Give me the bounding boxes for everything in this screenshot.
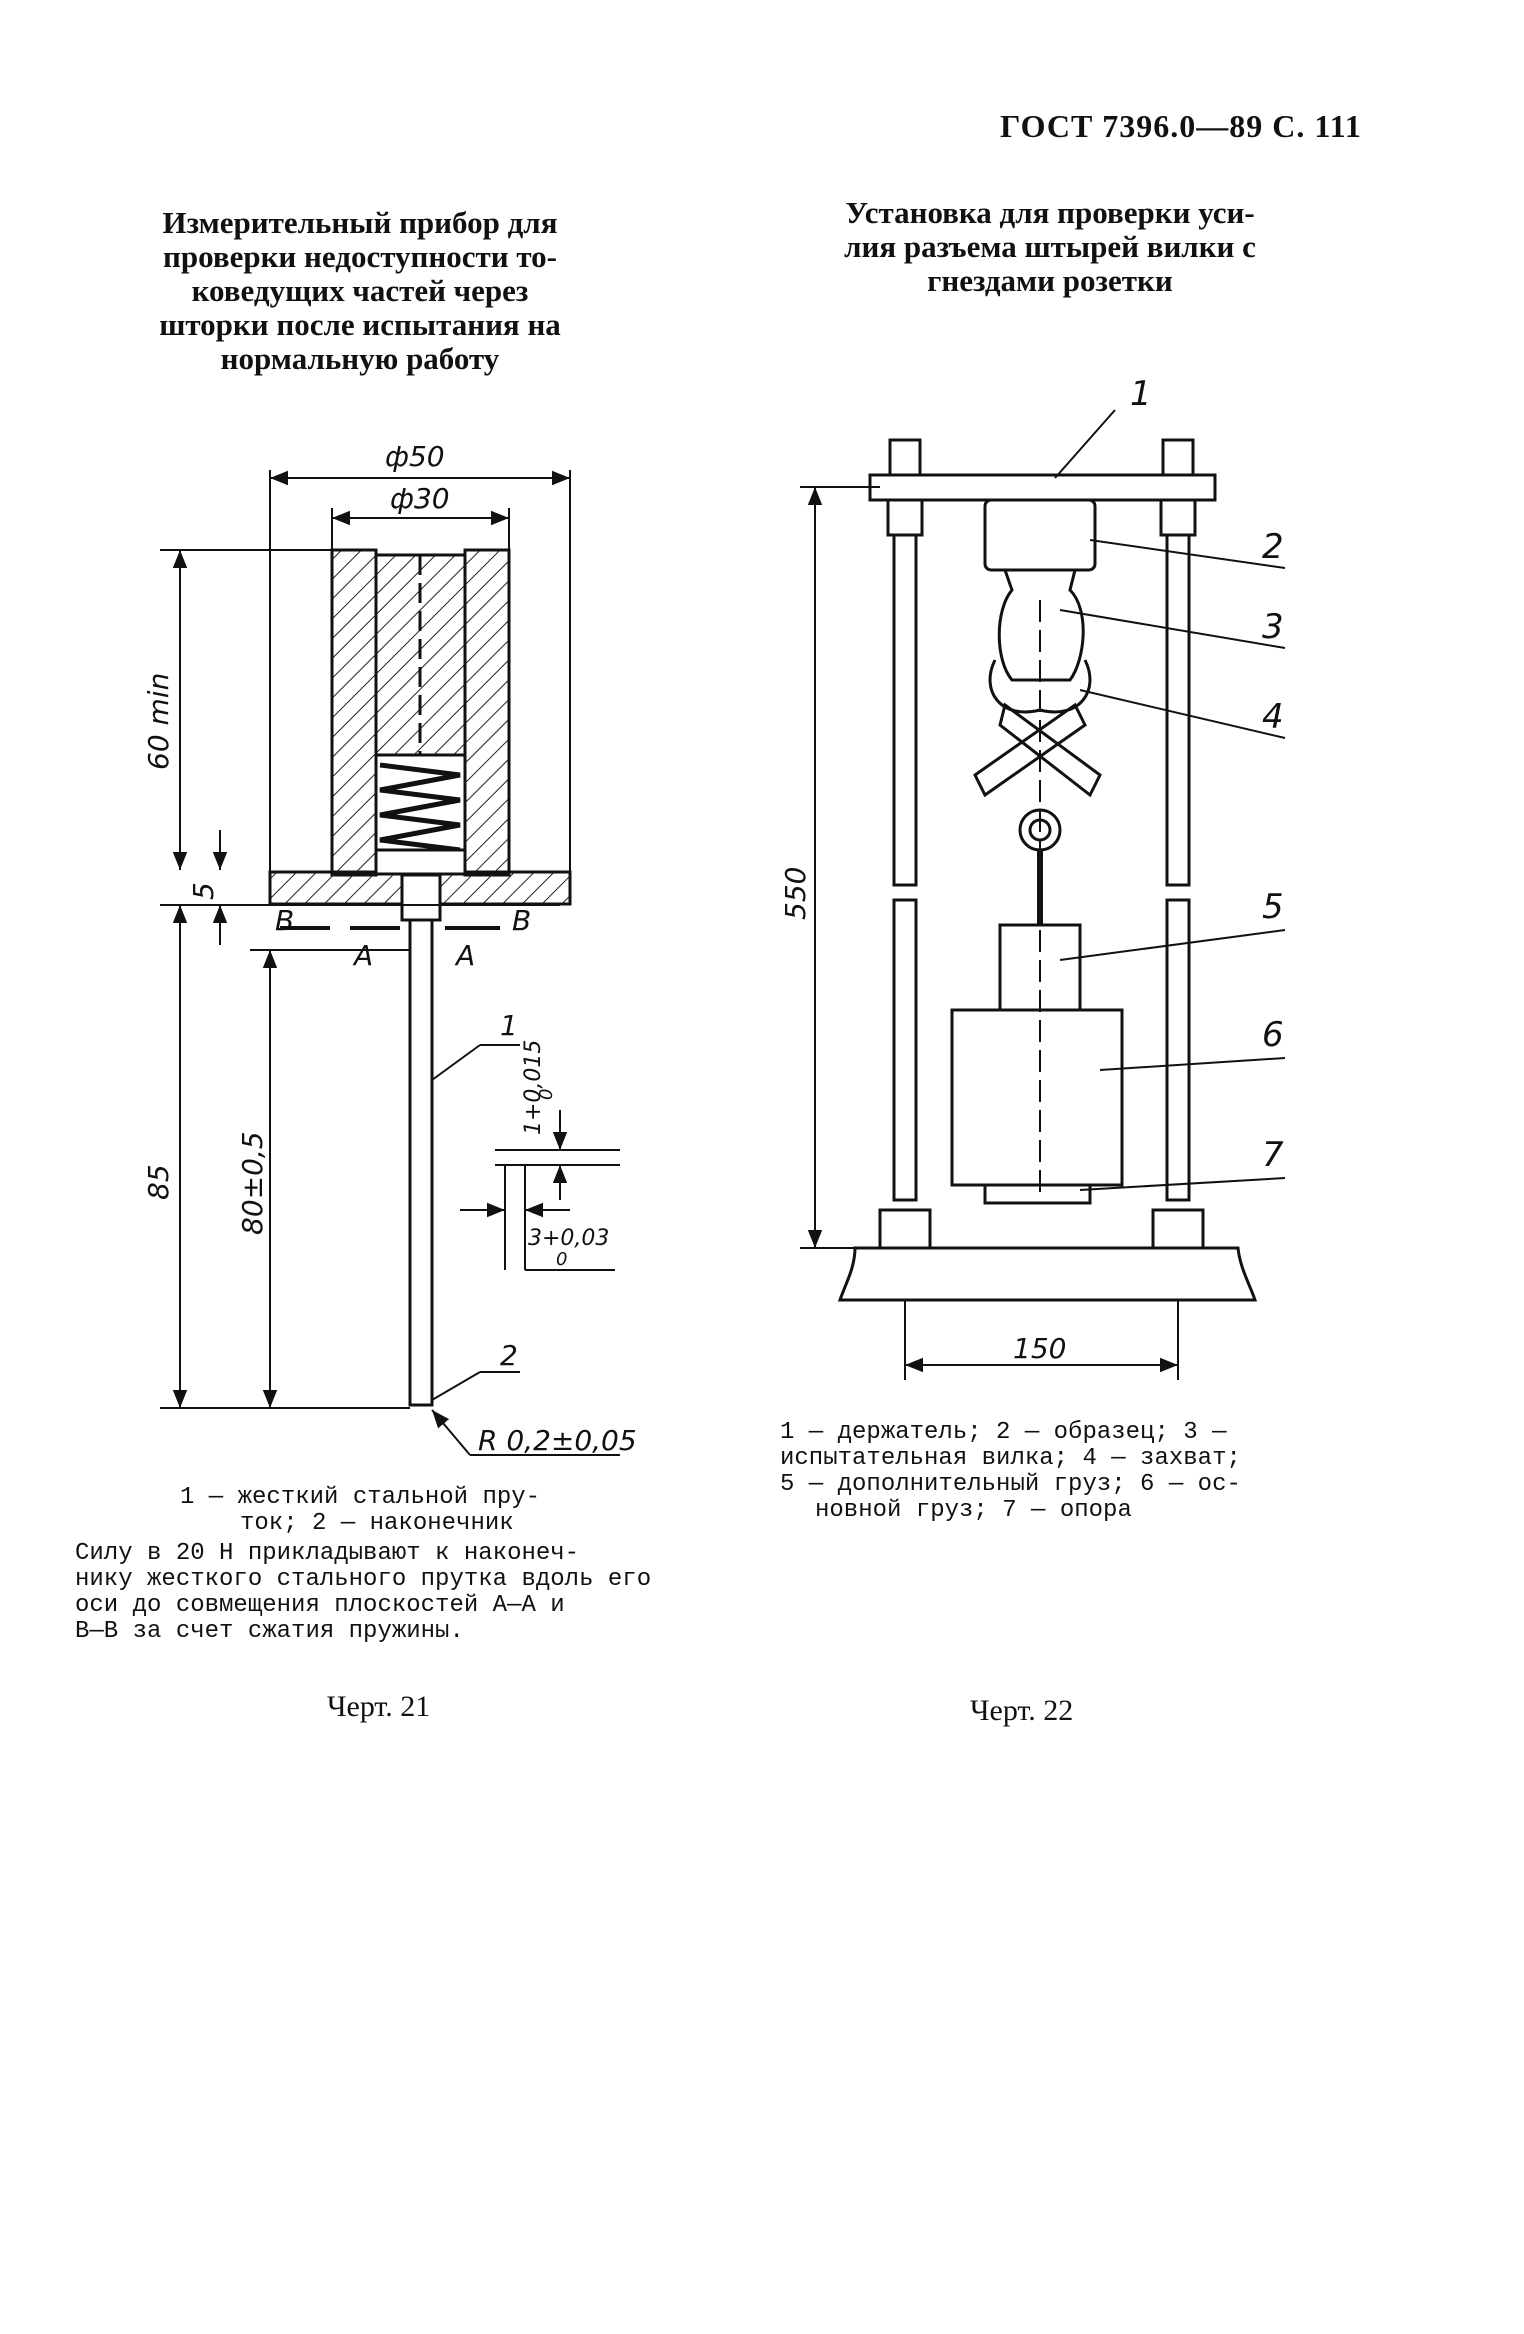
fig21-note: Силу в 20 Н прикладывают к наконеч- нику… <box>75 1541 735 1645</box>
rod-left <box>892 533 918 887</box>
plane-a-left: A <box>352 939 373 972</box>
tol-3-low: 0 <box>556 1249 567 1270</box>
callout-6: 6 <box>1262 1015 1284 1055</box>
fig21-legend: 1 — жесткий стальной пру- ток; 2 — након… <box>180 1485 660 1537</box>
fig22-legend-line: 5 — дополнительный груз; 6 — ос- <box>780 1471 1241 1498</box>
dim-d50: ф50 <box>385 440 445 473</box>
fig22-legend-line: испытательная вилка; 4 — захват; <box>780 1445 1241 1472</box>
fig21-legend-line: ток; 2 — наконечник <box>240 1510 514 1537</box>
spring <box>379 762 461 853</box>
callout-2: 2 <box>500 1339 518 1372</box>
fig21-note-line: нику жесткого стального прутка вдоль его <box>75 1566 652 1593</box>
dim-d30: ф30 <box>390 482 450 515</box>
tol-1: 1+0,015 <box>521 1040 546 1135</box>
tol-1-low: 0 <box>536 1089 557 1100</box>
fig21-note-line: оси до совмещения плоскостей A—A и <box>75 1592 565 1619</box>
fig22-title-line: гнездами розетки <box>927 263 1173 298</box>
body-wall-right <box>463 548 511 877</box>
fig22-label: Черт. 22 <box>970 1694 1074 1727</box>
fig22-title-line: Установка для проверки уси- <box>845 195 1255 230</box>
fig22-legend: 1 — держатель; 2 — образец; 3 — испытате… <box>780 1420 1300 1524</box>
page-header: ГОСТ 7396.0—89 С. 111 <box>1000 108 1362 144</box>
holder <box>868 473 1217 502</box>
fig21-label: Черт. 21 <box>327 1690 431 1723</box>
fig21-title: Измерительный прибор для проверки недост… <box>110 206 610 376</box>
callout-1: 1 <box>500 1009 518 1042</box>
fig21-legend-line: 1 — жесткий стальной пру- <box>180 1484 541 1511</box>
support <box>983 1183 1092 1205</box>
callout-5: 5 <box>1262 887 1284 927</box>
plane-a-right: A <box>454 939 475 972</box>
base <box>837 1246 1258 1302</box>
plane-b-right: B <box>512 904 531 937</box>
dim-60min: 60 min <box>142 673 175 770</box>
fig22-legend-line: новной груз; 7 — опора <box>815 1497 1132 1524</box>
fig21-note-line: B—B за счет сжатия пружины. <box>75 1618 464 1645</box>
fig21-title-line: проверки недоступности то- <box>163 239 557 274</box>
rod-right <box>1165 533 1191 887</box>
dim-5: 5 <box>187 882 220 900</box>
fig22-legend-line: 1 — держатель; 2 — образец; 3 — <box>780 1419 1227 1446</box>
dim-80: 80±0,5 <box>236 1131 269 1235</box>
fig22-title-line: лия разъема штырей вилки с <box>844 229 1256 264</box>
dim-150: 150 <box>1013 1332 1066 1365</box>
rod-collar <box>400 873 442 922</box>
dim-550: 550 <box>779 867 812 920</box>
fig21-note-line: Силу в 20 Н прикладывают к наконеч- <box>75 1540 580 1567</box>
specimen <box>983 498 1097 572</box>
plane-b-left: B <box>275 904 294 937</box>
test-plug <box>997 568 1085 682</box>
callout-7: 7 <box>1262 1135 1284 1175</box>
fig21-title-line: коведущих частей через <box>191 273 529 308</box>
dim-radius: R 0,2±0,05 <box>478 1424 637 1457</box>
fig21-title-line: нормальную работу <box>220 341 500 376</box>
callout-4: 4 <box>1262 697 1284 737</box>
callout-1: 1 <box>1130 374 1152 414</box>
main-weight <box>950 1008 1124 1187</box>
fig22-title: Установка для проверки уси- лия разъема … <box>770 196 1330 298</box>
grip <box>973 659 1102 798</box>
rigid-rod <box>408 918 434 1407</box>
callout-3: 3 <box>1262 607 1284 647</box>
fig21-title-line: шторки после испытания на <box>159 307 561 342</box>
tol-3: 3+0,03 <box>528 1226 609 1251</box>
callout-2: 2 <box>1262 527 1284 567</box>
dim-85: 85 <box>142 1164 175 1200</box>
fig21-title-line: Измерительный прибор для <box>162 205 558 240</box>
